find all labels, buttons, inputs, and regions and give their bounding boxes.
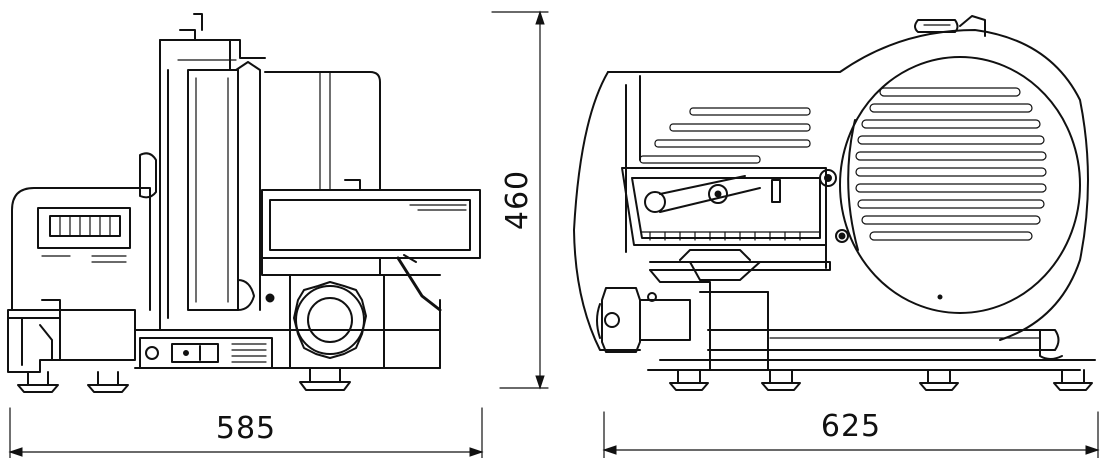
side-knob — [596, 287, 691, 353]
front-product-tray — [261, 71, 481, 276]
display-panel — [37, 207, 131, 263]
control-panel — [139, 337, 273, 369]
dimension-label-height: 460 — [500, 170, 535, 230]
front-housing — [11, 13, 266, 331]
side-rail — [647, 249, 1096, 371]
side-carriage — [621, 167, 849, 269]
front-blade-guard — [187, 61, 261, 311]
front-view: 585 460 — [7, 10, 549, 459]
side-body — [573, 15, 1089, 351]
height-dimension: 460 — [491, 10, 549, 390]
dimension-label-side-width: 625 — [821, 409, 881, 444]
front-motor — [265, 274, 385, 369]
side-blade-guard — [839, 56, 1081, 314]
side-housing-vents — [639, 107, 811, 164]
front-feet — [17, 299, 441, 393]
front-lever — [379, 254, 442, 312]
dimension-label-front-width: 585 — [216, 411, 276, 446]
front-width-dimension: 585 — [8, 407, 484, 459]
side-width-dimension: 625 — [602, 409, 1100, 459]
side-feet — [669, 369, 1093, 391]
side-view: 625 — [573, 15, 1100, 459]
blade-vents — [855, 87, 1047, 241]
